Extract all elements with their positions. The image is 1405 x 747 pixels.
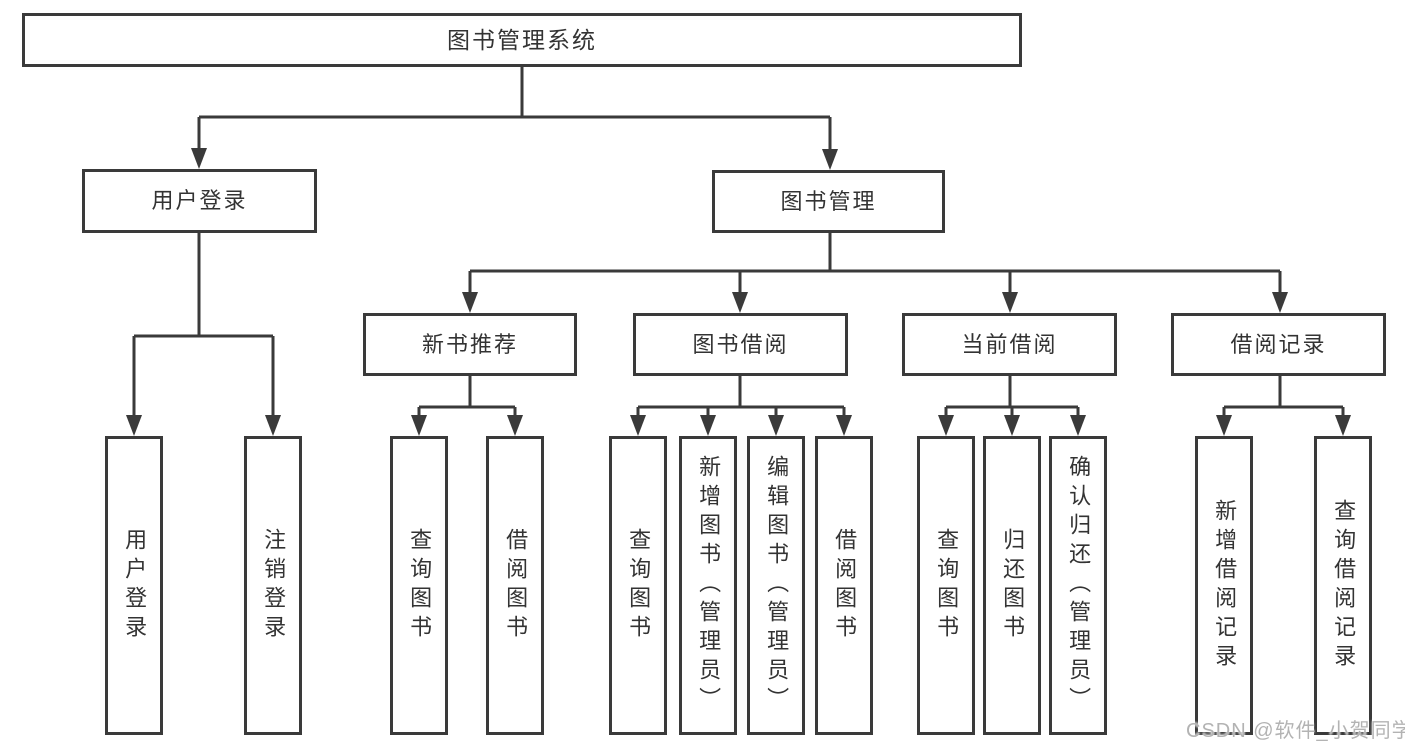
arrowhead-icon bbox=[462, 292, 478, 313]
leaf-query-books-borrow: 查询图书 bbox=[609, 436, 667, 735]
arrowhead-icon bbox=[768, 415, 784, 436]
leaf-label: 注销登录 bbox=[261, 527, 287, 644]
connector-book-borrow-children bbox=[636, 376, 846, 420]
leaf-borrow-books: 借阅图书 bbox=[815, 436, 873, 735]
connector-borrow-records-children bbox=[1222, 376, 1345, 420]
leaf-label: 查询借阅记录 bbox=[1331, 498, 1357, 673]
arrowhead-icon bbox=[1070, 415, 1086, 436]
arrowhead-icon bbox=[507, 415, 523, 436]
arrowhead-icon bbox=[1272, 292, 1288, 313]
node-label: 当前借阅 bbox=[961, 331, 1058, 357]
node-borrowing-records: 借阅记录 bbox=[1171, 313, 1386, 376]
arrowhead-icon bbox=[938, 415, 954, 436]
arrowhead-icon bbox=[822, 149, 838, 170]
leaf-label: 借阅图书 bbox=[503, 527, 529, 644]
leaf-add-borrow-record: 新增借阅记录 bbox=[1195, 436, 1253, 735]
connector-book-mgmt-children bbox=[468, 233, 1282, 297]
arrowhead-icon bbox=[1335, 415, 1351, 436]
arrowhead-icon bbox=[1004, 415, 1020, 436]
arrowhead-icon bbox=[1002, 292, 1018, 313]
leaf-user-login: 用户登录 bbox=[105, 436, 163, 735]
connector-user-login-children bbox=[132, 233, 275, 420]
node-current-borrowing: 当前借阅 bbox=[902, 313, 1117, 376]
node-label: 借阅记录 bbox=[1230, 331, 1327, 357]
node-label: 图书借阅 bbox=[692, 331, 789, 357]
connector-new-book-children bbox=[417, 376, 517, 420]
leaf-query-borrow-record: 查询借阅记录 bbox=[1314, 436, 1372, 735]
node-book-borrowing: 图书借阅 bbox=[633, 313, 848, 376]
leaf-label: 查询图书 bbox=[934, 527, 960, 644]
node-label: 图书管理系统 bbox=[447, 26, 597, 53]
leaf-query-books-current: 查询图书 bbox=[917, 436, 975, 735]
leaf-edit-books-admin: 编辑图书（管理员） bbox=[747, 436, 805, 735]
arrowhead-icon bbox=[191, 148, 207, 169]
leaf-label: 新增图书（管理员） bbox=[696, 455, 722, 716]
leaf-label: 查询图书 bbox=[407, 527, 433, 644]
arrowhead-icon bbox=[700, 415, 716, 436]
leaf-label: 确认归还（管理员） bbox=[1066, 455, 1092, 716]
node-new-book-recommendation: 新书推荐 bbox=[363, 313, 577, 376]
arrowhead-icon bbox=[630, 415, 646, 436]
node-label: 图书管理 bbox=[780, 188, 877, 214]
leaf-label: 新增借阅记录 bbox=[1212, 498, 1238, 673]
leaf-confirm-return-admin: 确认归还（管理员） bbox=[1049, 436, 1107, 735]
leaf-label: 借阅图书 bbox=[832, 527, 858, 644]
node-user-login: 用户登录 bbox=[82, 169, 317, 233]
arrowhead-icon bbox=[732, 292, 748, 313]
arrowhead-icon bbox=[265, 415, 281, 436]
leaf-label: 归还图书 bbox=[1000, 527, 1026, 644]
leaf-label: 编辑图书（管理员） bbox=[764, 455, 790, 716]
node-book-management: 图书管理 bbox=[712, 170, 945, 233]
node-label: 用户登录 bbox=[151, 188, 248, 213]
watermark: CSDN @软件_小贺同学 bbox=[1186, 720, 1405, 742]
node-label: 新书推荐 bbox=[421, 331, 518, 357]
node-root-system: 图书管理系统 bbox=[22, 13, 1022, 67]
connector-root-to-level2 bbox=[197, 66, 832, 153]
leaf-label: 查询图书 bbox=[626, 527, 652, 644]
leaf-label: 用户登录 bbox=[122, 527, 148, 644]
arrowhead-icon bbox=[126, 415, 142, 436]
connector-current-borrow-children bbox=[944, 376, 1080, 420]
arrowhead-icon bbox=[411, 415, 427, 436]
leaf-query-books-recommend: 查询图书 bbox=[390, 436, 448, 735]
leaf-logout: 注销登录 bbox=[244, 436, 302, 735]
arrowhead-icon bbox=[1216, 415, 1232, 436]
arrowheads bbox=[126, 148, 1351, 436]
leaf-return-books: 归还图书 bbox=[983, 436, 1041, 735]
leaf-borrow-books-recommend: 借阅图书 bbox=[486, 436, 544, 735]
arrowhead-icon bbox=[836, 415, 852, 436]
leaf-add-books-admin: 新增图书（管理员） bbox=[679, 436, 737, 735]
